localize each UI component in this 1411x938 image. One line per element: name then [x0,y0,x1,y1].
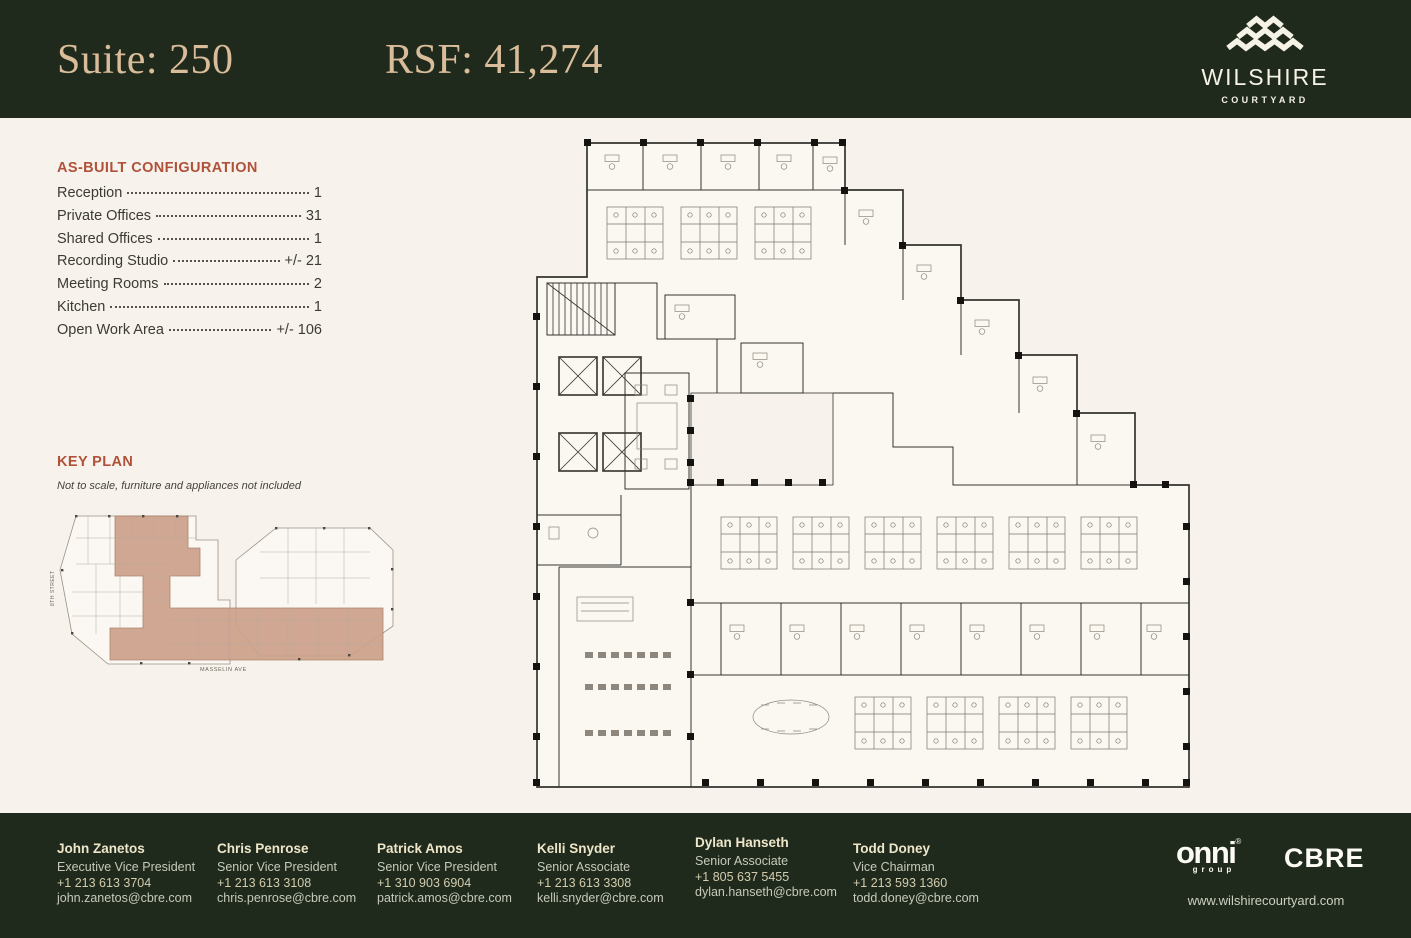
item-label: Meeting Rooms [57,276,159,293]
onni-group-logo: onni® group [1176,837,1242,874]
item-value: +/- 106 [276,321,322,338]
contact-phone: +1 213 613 3108 [217,875,312,890]
dot-leader [156,214,301,217]
rsf-title: RSF: 41,274 [385,37,603,83]
dot-leader [110,305,309,308]
suite-title: Suite: 250 [57,37,234,83]
item-value: 31 [305,207,322,224]
contact-email: kelli.snyder@cbre.com [537,891,664,905]
item-label: Shared Offices [57,230,153,247]
list-item: Private Offices 31 [57,208,322,231]
item-value: 2 [313,276,322,293]
contact-phone: +1 213 613 3704 [57,875,152,890]
contact-name: Todd Doney [853,841,930,856]
item-label: Kitchen [57,298,106,315]
contact-email: dylan.hanseth@cbre.com [695,885,837,899]
contact-title: Senior Associate [537,860,631,874]
key-plan-title: KEY PLAN [57,454,134,470]
contact-name: John Zanetos [57,841,145,856]
as-built-title: AS-BUILT CONFIGURATION [57,160,258,176]
contact-email: john.zanetos@cbre.com [57,891,192,905]
list-item: Kitchen 1 [57,299,322,322]
contact-card: Kelli Snyder Senior Associate +1 213 613… [537,841,695,907]
footer-bar: John Zanetos Executive Vice President +1… [0,813,1411,938]
cbre-logo: CBRE [1284,843,1365,873]
dot-leader [127,192,309,194]
header-bar: Suite: 250 RSF: 41,274 WILSHIRE COURTYAR… [0,0,1411,118]
contact-phone: +1 310 903 6904 [377,875,472,890]
logo-wordmark: WILSHIRE [1201,64,1329,90]
contact-card: Todd Doney Vice Chairman +1 213 593 1360… [853,841,1011,907]
dot-leader [163,283,309,286]
list-item: Recording Studio +/- 21 [57,253,322,276]
contact-card: Chris Penrose Senior Vice President +1 2… [217,841,375,907]
key-plan-map: 8TH STREET MASSELIN AVE [50,515,394,673]
item-value: +/- 21 [284,253,322,270]
contact-title: Vice Chairman [853,860,935,874]
registered-mark: ® [1235,837,1242,846]
item-value: 1 [313,230,322,247]
onni-group-label: group [1192,865,1236,874]
contact-title: Senior Vice President [217,860,337,874]
logo-subtitle: COURTYARD [1221,95,1309,105]
avenue-label: MASSELIN AVE [200,667,247,673]
list-item: Meeting Rooms 2 [57,276,322,299]
wilshire-courtyard-logo: WILSHIRE COURTYARD [1195,14,1335,105]
contact-title: Senior Associate [695,854,789,868]
contact-phone: +1 805 637 5455 [695,869,790,884]
contact-phone: +1 213 593 1360 [853,875,948,890]
contact-name: Kelli Snyder [537,841,616,856]
dot-leader [173,260,280,263]
list-item: Open Work Area +/- 106 [57,322,322,345]
website-url: www.wilshirecourtyard.com [1187,893,1345,908]
contact-title: Senior Vice President [377,860,497,874]
contact-title: Executive Vice President [57,860,196,874]
contact-card: Dylan Hanseth Senior Associate +1 805 63… [695,835,853,901]
item-value: 1 [313,298,322,315]
wave-stack-icon [1226,15,1304,52]
contact-name: Patrick Amos [377,841,463,856]
key-plan-note: Not to scale, furniture and appliances n… [57,480,301,492]
list-item: Reception 1 [57,185,322,208]
contact-email: patrick.amos@cbre.com [377,891,512,905]
dot-leader [168,328,272,331]
item-label: Reception [57,185,123,201]
contact-phone: +1 213 613 3308 [537,875,632,890]
dot-leader [157,237,309,240]
item-value: 1 [313,185,322,201]
contact-card: John Zanetos Executive Vice President +1… [57,841,215,907]
list-item: Shared Offices 1 [57,231,322,254]
contact-name: Dylan Hanseth [695,835,789,850]
as-built-list: Reception 1 Private Offices 31 Shared Of… [57,185,322,345]
main-floor-plan [533,139,1190,788]
contact-name: Chris Penrose [217,841,309,856]
onni-wordmark: onni [1176,835,1237,870]
item-label: Private Offices [57,207,152,224]
contact-email: todd.doney@cbre.com [853,891,979,905]
contact-card: Patrick Amos Senior Vice President +1 31… [377,841,535,907]
contact-email: chris.penrose@cbre.com [217,891,357,905]
item-label: Open Work Area [57,321,164,338]
street-label: 8TH STREET [50,570,56,606]
item-label: Recording Studio [57,253,169,270]
